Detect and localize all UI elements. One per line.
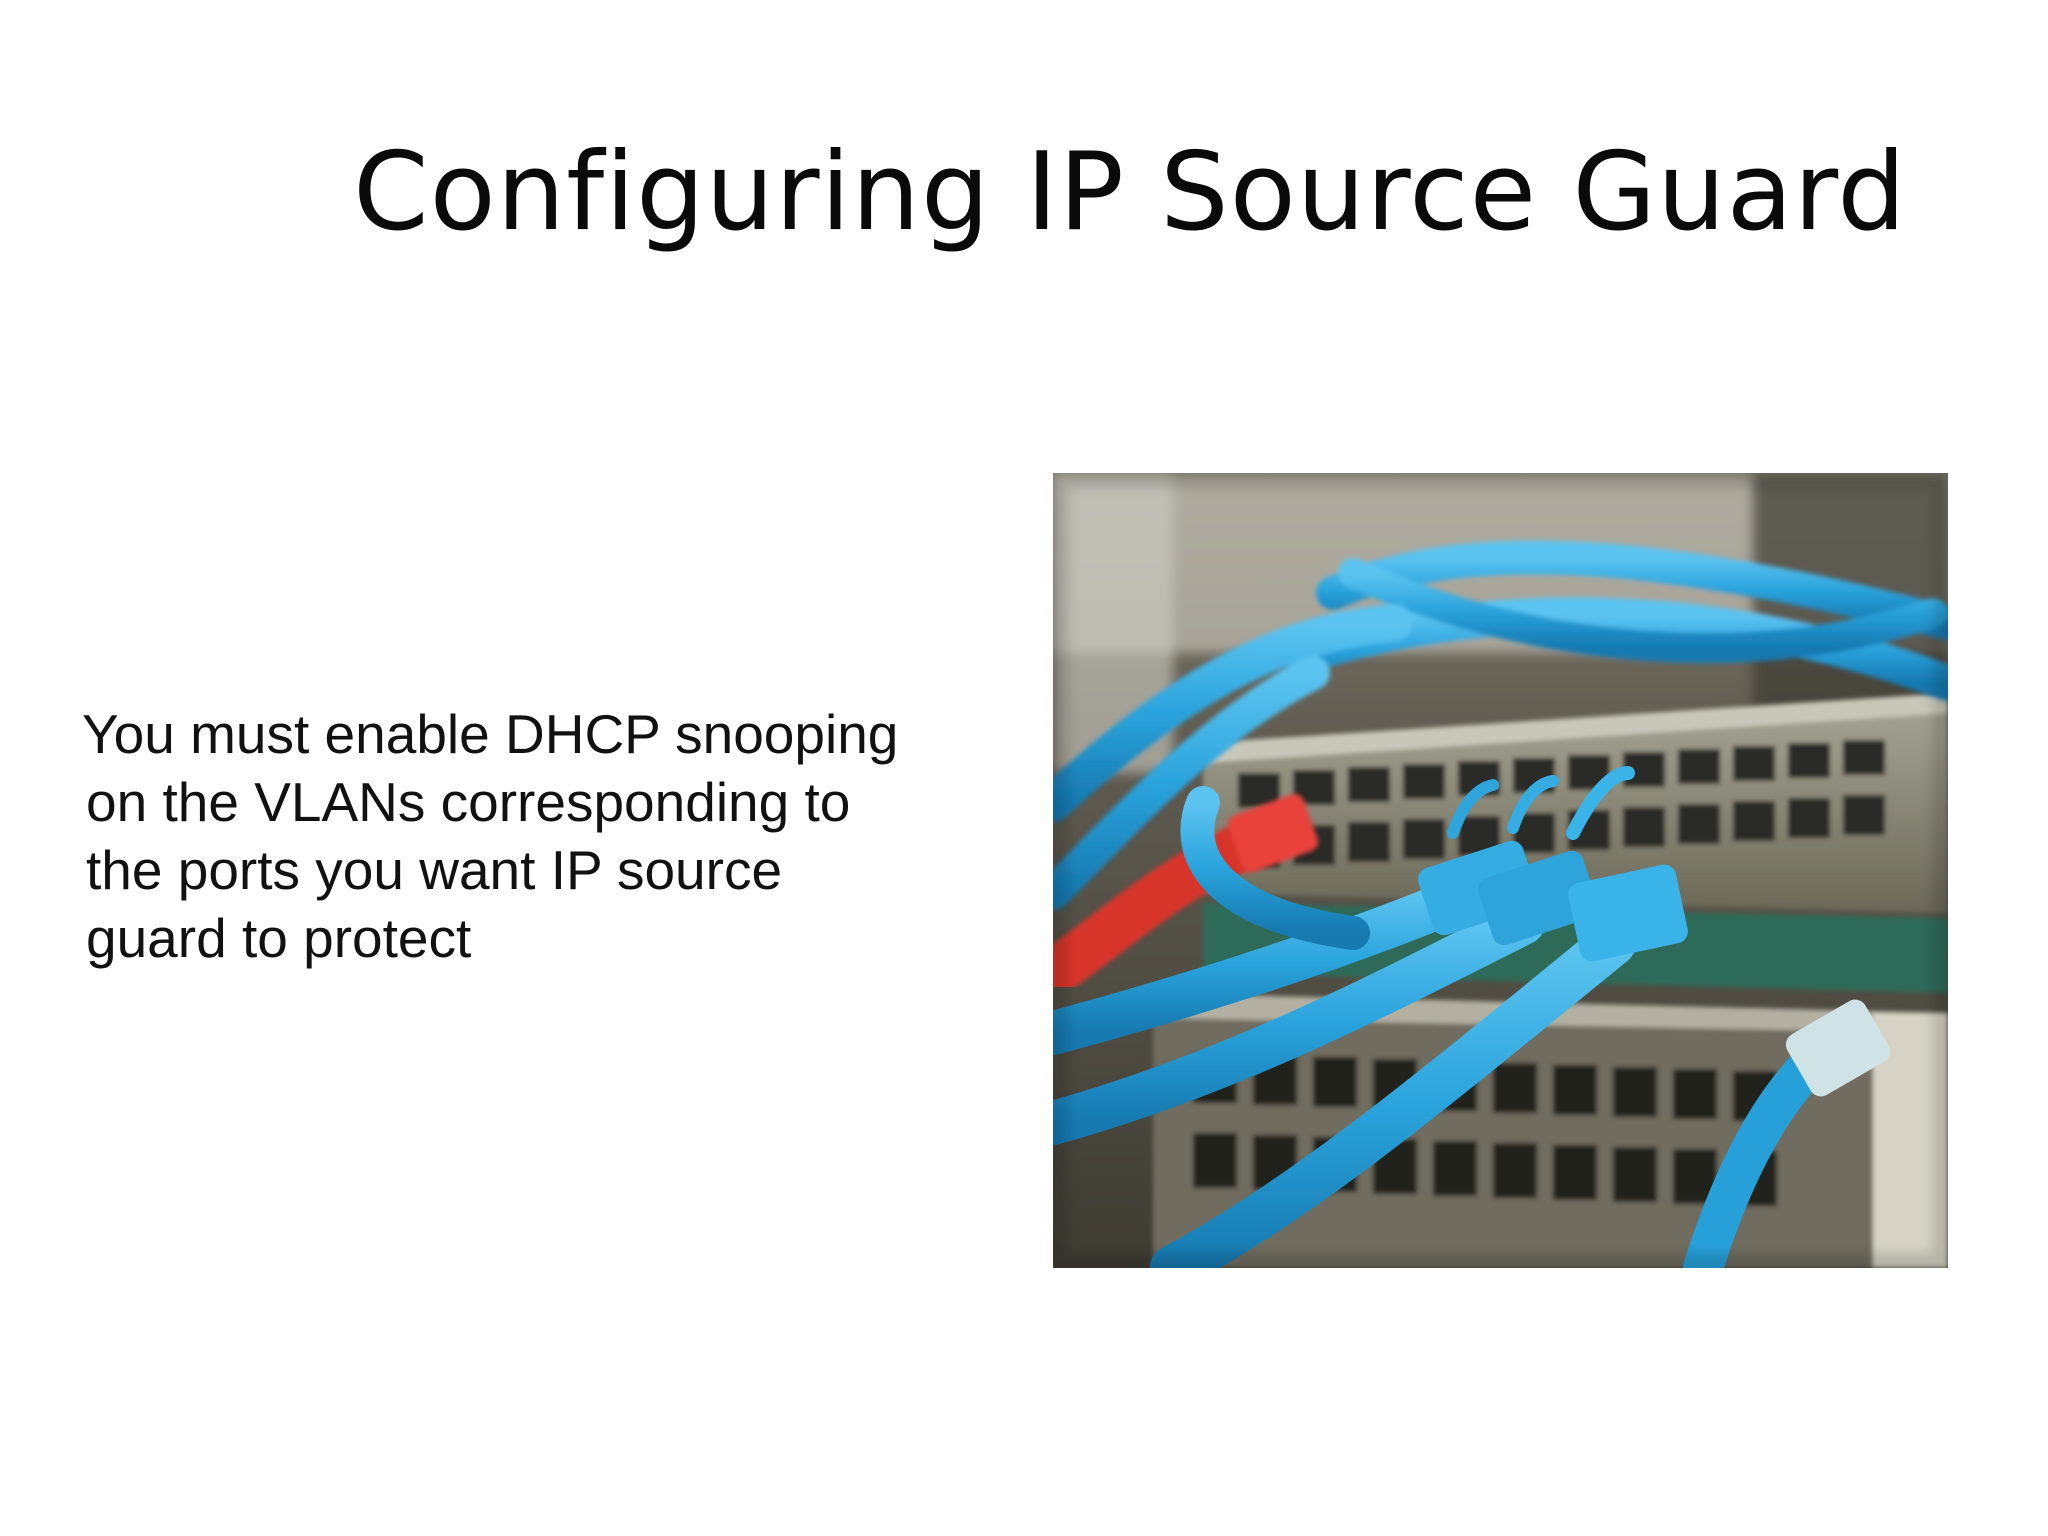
body-line-3: the ports you want IP source	[86, 839, 783, 901]
body-line-4: guard to protect	[86, 907, 472, 969]
slide-title: Configuring IP Source Guard	[353, 130, 1907, 255]
body-line-1: You must enable DHCP snooping	[82, 703, 899, 765]
slide-body-text: You must enable DHCP snooping on the VLA…	[82, 700, 986, 972]
network-switch-photo	[1053, 473, 1948, 1268]
body-line-2: on the VLANs corresponding to	[86, 771, 851, 833]
